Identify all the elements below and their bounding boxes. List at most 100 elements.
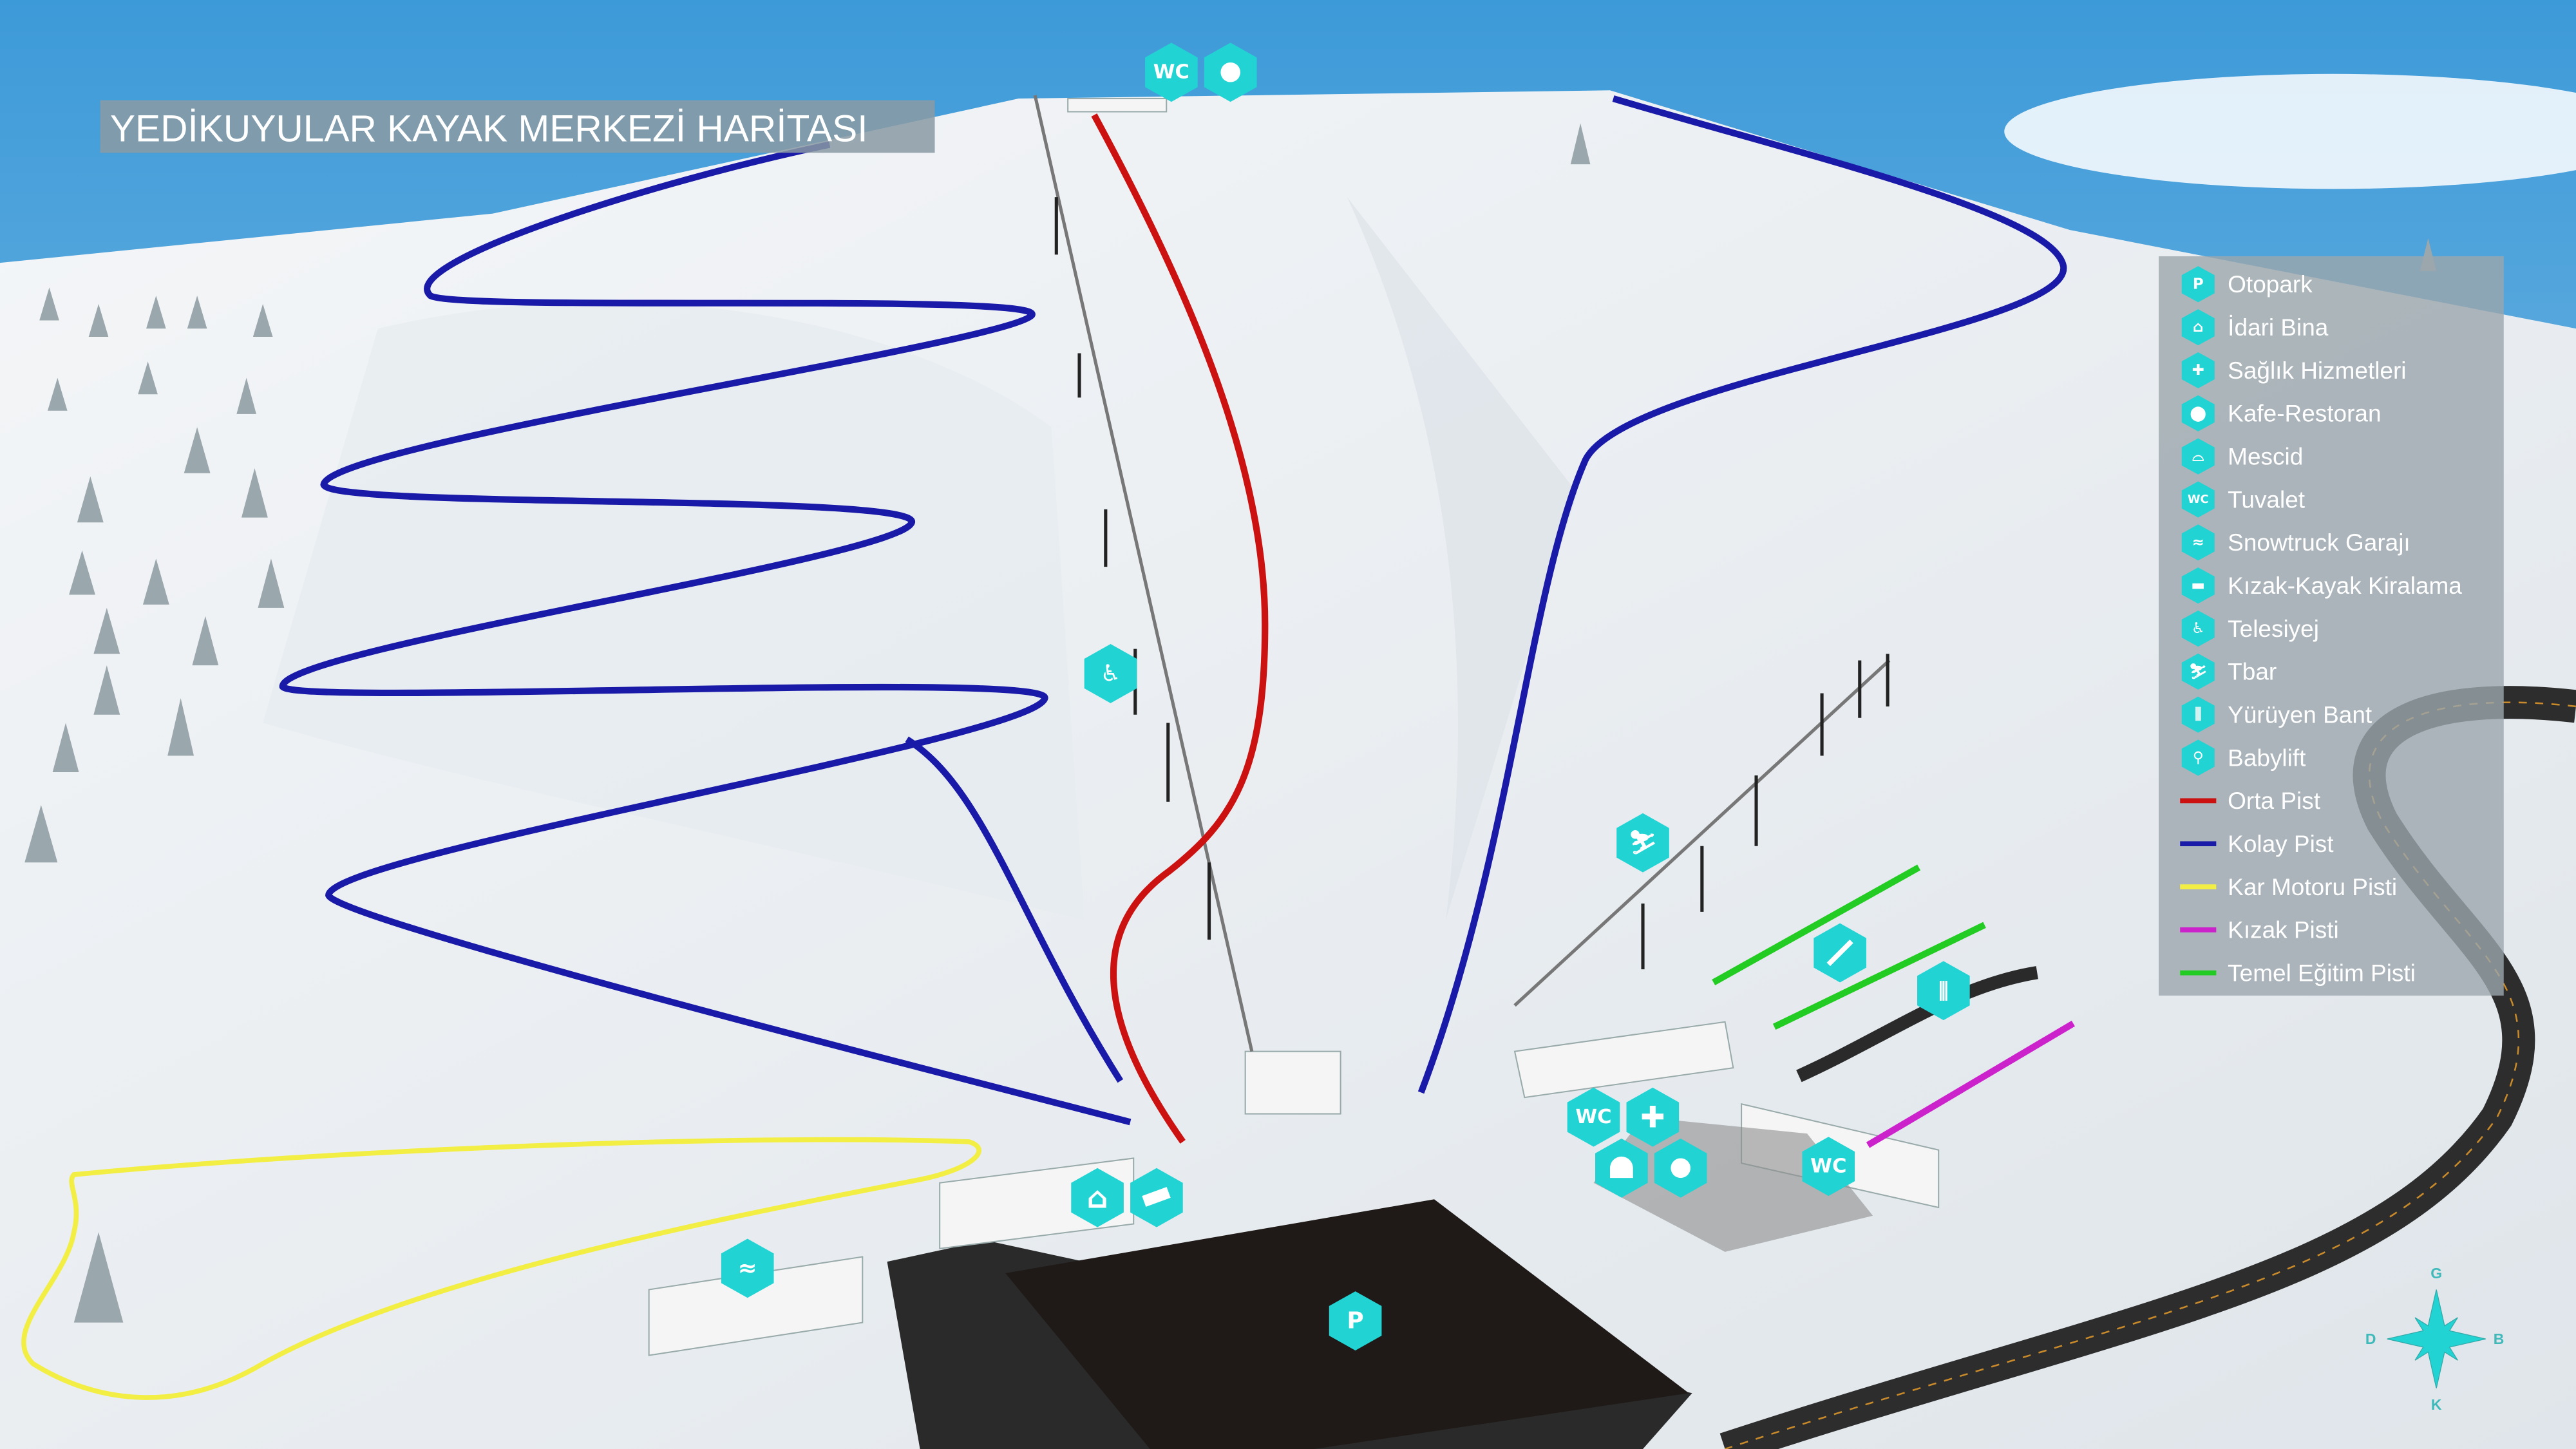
map-icons: WC ♿ ⛷ ⫼ WC ✚ WC ⌂ ≈ P bbox=[721, 43, 1970, 1350]
svg-text:⛷: ⛷ bbox=[1628, 829, 1657, 856]
house-icon[interactable]: ⌂ bbox=[1071, 1168, 1124, 1227]
legend-item: ⫼ Yürüyen Bant bbox=[2181, 696, 2372, 733]
svg-text:P: P bbox=[1347, 1308, 1364, 1334]
compass-north: G bbox=[2430, 1265, 2442, 1282]
house-icon bbox=[2181, 309, 2215, 346]
mosque-icon bbox=[2181, 438, 2215, 475]
page-title: YEDİKUYULAR KAYAK MERKEZİ HARİTASI bbox=[110, 108, 868, 149]
rental-icon bbox=[2181, 567, 2215, 604]
snowtruck-icon bbox=[2181, 524, 2215, 561]
svg-text:WC: WC bbox=[1810, 1155, 1846, 1178]
legend-label: Yürüyen Bant bbox=[2228, 701, 2372, 728]
snowtruck-icon[interactable]: ≈ bbox=[721, 1238, 774, 1298]
legend-panel bbox=[2159, 256, 2504, 996]
legend-item: ≈Snowtruck Garajı bbox=[2181, 524, 2410, 561]
rental-icon-glyph: ▬ bbox=[2191, 577, 2205, 594]
house-icon-glyph: ⌂ bbox=[2193, 319, 2203, 336]
wc-icon[interactable]: WC bbox=[1802, 1137, 1855, 1197]
wc-icon bbox=[2181, 481, 2215, 518]
compass-star-icon bbox=[2387, 1289, 2486, 1388]
legend-label: Kafe-Restoran bbox=[2228, 401, 2381, 427]
parking-icon[interactable]: P bbox=[1329, 1291, 1382, 1350]
compass-east: B bbox=[2494, 1331, 2505, 1347]
kolay-pist-right[interactable] bbox=[1417, 95, 2067, 1094]
kar-motoru-pisti[interactable] bbox=[21, 1137, 981, 1400]
legend-item: ♿Telesiyej bbox=[2181, 610, 2319, 647]
orta-pist[interactable] bbox=[1091, 113, 1269, 1144]
parking-icon-glyph: P bbox=[2193, 276, 2204, 292]
tbar-icon[interactable]: ⛷ bbox=[1616, 813, 1669, 873]
tbar-icon bbox=[2181, 653, 2215, 690]
walking-belt-icon-glyph: ⫼ bbox=[2195, 706, 2202, 723]
svg-text:WC: WC bbox=[1153, 61, 1189, 84]
legend-label: Telesiyej bbox=[2228, 616, 2319, 642]
legend-label: Kar Motoru Pisti bbox=[2228, 874, 2397, 900]
babylift-icon[interactable] bbox=[1814, 923, 1866, 983]
wc-icon[interactable]: WC bbox=[1145, 43, 1198, 102]
legend-label: Tbar bbox=[2228, 659, 2277, 685]
svg-text:♿: ♿ bbox=[1100, 660, 1121, 687]
svg-text:⫼: ⫼ bbox=[1938, 978, 1948, 1003]
legend-label: Orta Pist bbox=[2228, 788, 2320, 814]
slope-shadow bbox=[1347, 197, 1577, 920]
restaurant-icon[interactable] bbox=[1654, 1138, 1707, 1198]
walking-belt bbox=[1796, 966, 2038, 1083]
svg-text:≈: ≈ bbox=[738, 1255, 757, 1282]
legend-item: ⛷ Tbar bbox=[2181, 653, 2277, 690]
legend-label: Mescid bbox=[2228, 443, 2303, 469]
tbar-icon-glyph: ⛷ bbox=[2189, 663, 2208, 680]
legend-label: Babylift bbox=[2228, 744, 2306, 771]
wc-icon[interactable]: WC bbox=[1567, 1087, 1620, 1147]
title-banner bbox=[100, 100, 935, 153]
legend-item: ⚲ Babylift bbox=[2181, 739, 2306, 776]
medical-cross-icon-glyph: ✚ bbox=[2192, 362, 2204, 379]
rental-icon[interactable] bbox=[1130, 1168, 1183, 1227]
kolay-pist-left[interactable] bbox=[279, 141, 1132, 1126]
restaurant-icon bbox=[2181, 395, 2215, 431]
chairlift-icon[interactable]: ♿ bbox=[1084, 644, 1137, 703]
legend-item: ⌂İdari Bina bbox=[2181, 309, 2329, 346]
svg-text:⌂: ⌂ bbox=[1087, 1180, 1108, 1215]
legend-label: Kızak-Kayak Kiralama bbox=[2228, 573, 2462, 599]
babylift-icon bbox=[2181, 739, 2215, 776]
tbar-cable bbox=[1513, 659, 1891, 1007]
restaurant-icon[interactable] bbox=[1204, 43, 1257, 102]
compass-rose: G K D B bbox=[2365, 1265, 2505, 1413]
legend-line-item: Kızak Pisti bbox=[2180, 917, 2339, 943]
road-line bbox=[1725, 701, 2576, 1449]
parking-icon bbox=[2181, 266, 2215, 303]
legend-line-item: Kar Motoru Pisti bbox=[2180, 874, 2397, 900]
walking-belt-icon[interactable]: ⫼ bbox=[1917, 961, 1970, 1021]
chairlift-cable bbox=[1033, 95, 1254, 1052]
trees bbox=[24, 123, 2437, 1323]
legend-line-item: Orta Pist bbox=[2180, 788, 2320, 814]
chairlift-icon bbox=[2181, 610, 2215, 647]
restaurant-icon-glyph: ⬤ bbox=[2190, 405, 2206, 422]
kolay-pist-branch[interactable] bbox=[905, 736, 1124, 1083]
temel-egitim-pisti[interactable] bbox=[1772, 922, 1986, 1030]
legend-label: Snowtruck Garajı bbox=[2228, 529, 2410, 556]
wc-icon-glyph: WC bbox=[2188, 493, 2209, 506]
legend-label: Temel Eğitim Pisti bbox=[2228, 960, 2416, 986]
walking-belt-icon bbox=[2181, 696, 2215, 733]
medical-cross-icon[interactable]: ✚ bbox=[1626, 1087, 1680, 1147]
legend-line-item: Kolay Pist bbox=[2180, 831, 2334, 857]
kizak-pisti[interactable] bbox=[1866, 1020, 2075, 1148]
mosque-icon-glyph: ⌓ bbox=[2192, 448, 2204, 465]
legend-label: Tuvalet bbox=[2228, 486, 2305, 513]
legend-item: ▬ Kızak-Kayak Kiralama bbox=[2181, 567, 2462, 604]
mosque-icon[interactable] bbox=[1595, 1138, 1648, 1198]
temel-egitim-pisti[interactable] bbox=[1712, 864, 1921, 985]
babylift-icon-glyph: ⚲ bbox=[2193, 750, 2204, 766]
legend-label: Kızak Pisti bbox=[2228, 917, 2339, 943]
medical-cross-icon bbox=[2181, 352, 2215, 389]
legend-line-item: Temel Eğitim Pisti bbox=[2180, 960, 2416, 986]
legend-item: ✚Sağlık Hizmetleri bbox=[2181, 352, 2407, 389]
legend-item: ⌓ Mescid bbox=[2181, 438, 2303, 475]
slope-shadow bbox=[263, 302, 1084, 920]
legend-item: WC Tuvalet bbox=[2181, 481, 2305, 518]
compass-west: D bbox=[2365, 1331, 2376, 1347]
